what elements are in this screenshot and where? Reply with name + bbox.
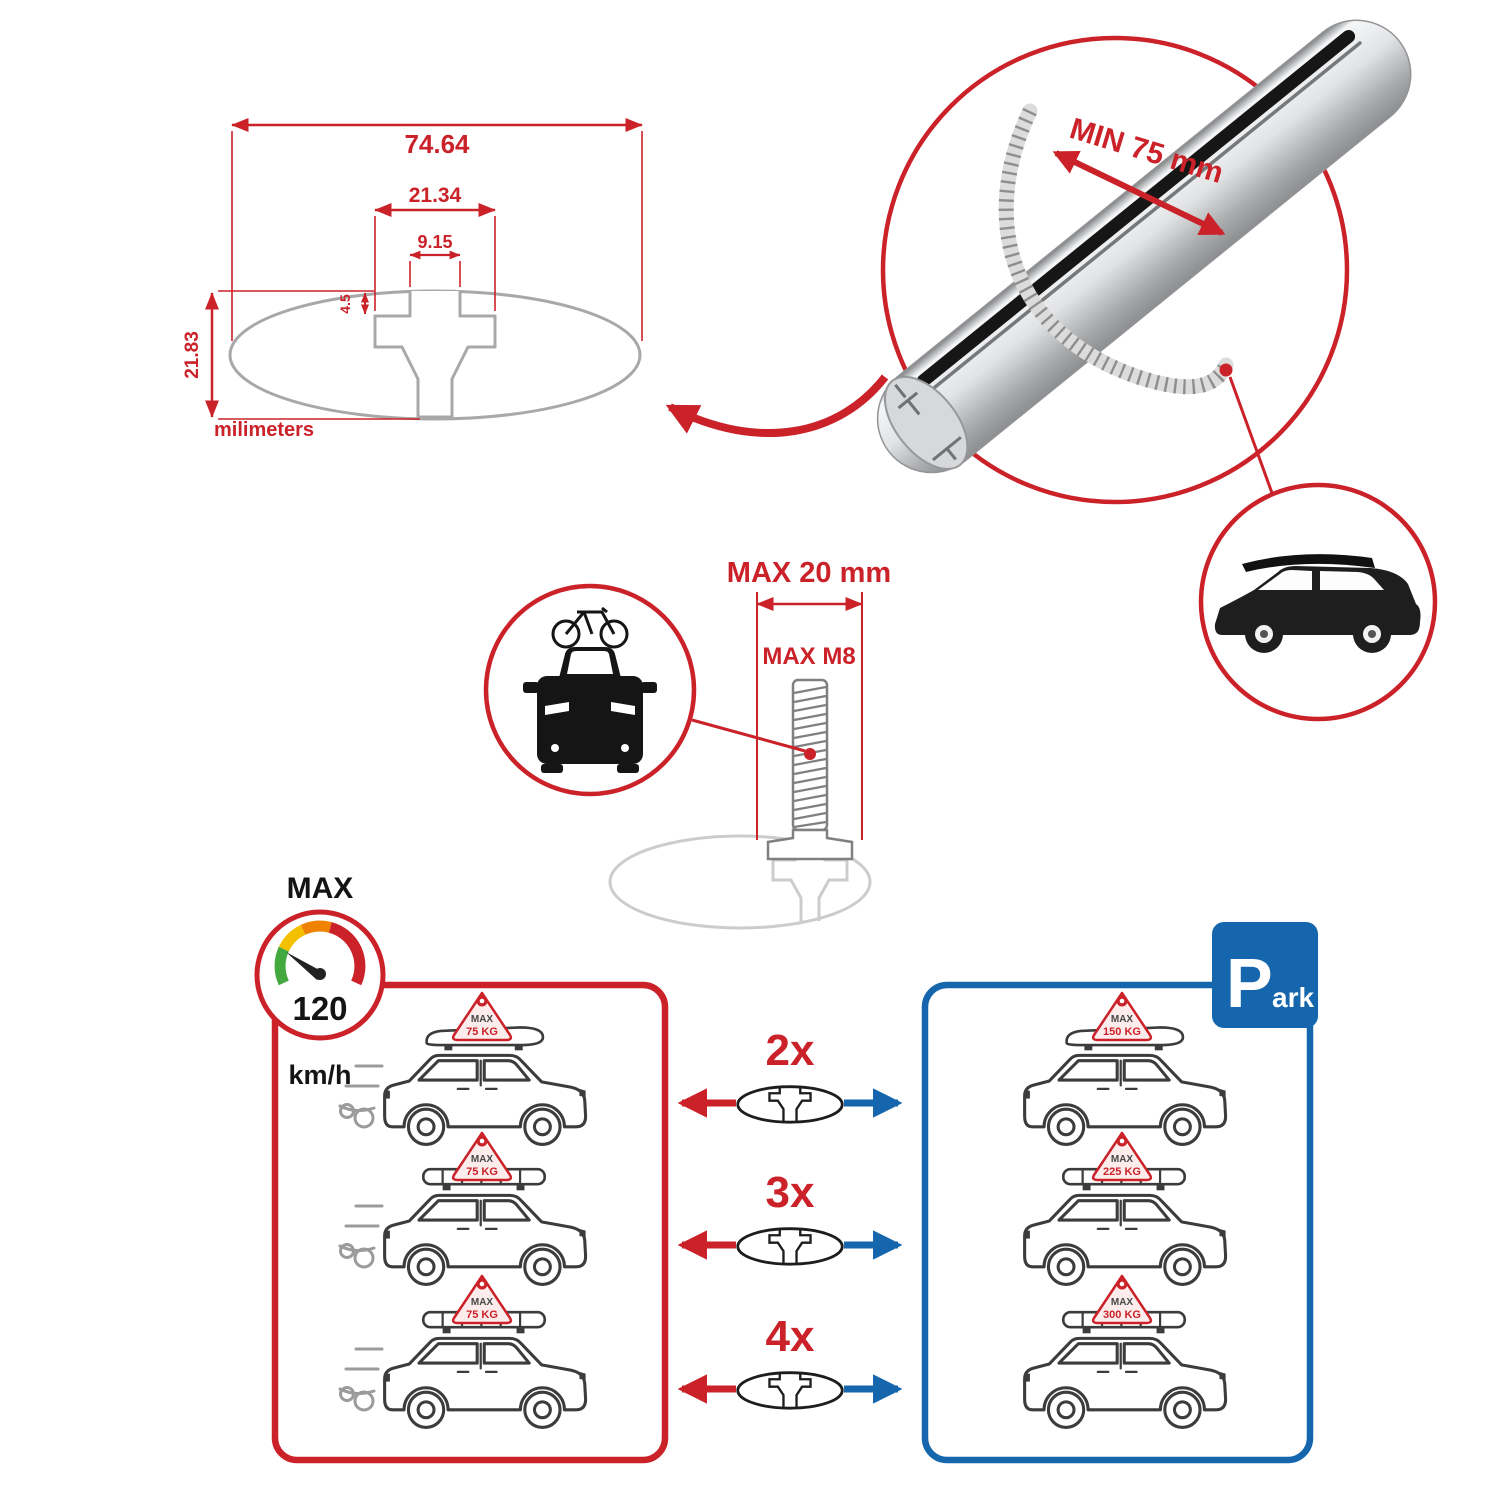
car-side-icon: [383, 1336, 588, 1429]
speed-value: 120: [292, 990, 347, 1027]
car-parked-row3: MAX 300 KG: [1023, 1274, 1228, 1429]
car-driving-row3: MAX 75 KG: [338, 1274, 588, 1429]
car-side-icon: [1023, 1193, 1228, 1286]
tag-max-label: MAX: [1111, 1154, 1134, 1165]
link-arrow: [665, 374, 889, 437]
car-parked-row1: MAX 150 KG: [1023, 991, 1228, 1146]
speedometer-icon: 120: [254, 909, 386, 1041]
tag-max-label: MAX: [1111, 1014, 1134, 1025]
row1-multiplier: 2x: [766, 1026, 815, 1075]
tag-max-label: MAX: [471, 1154, 494, 1165]
dim-channel-width: 21.34: [409, 184, 462, 207]
tag-weight-value: 150 KG: [1103, 1026, 1141, 1038]
bolt-dimension-lines: [756, 592, 863, 840]
row1-connector: 2x: [677, 1026, 903, 1124]
car-side-icon: [1023, 1053, 1228, 1146]
bar-end-face: [883, 375, 969, 470]
tag-weight-value: 75 KG: [466, 1026, 498, 1038]
dim-total-width: 74.64: [404, 129, 470, 159]
weight-tag: MAX 75 KG: [451, 991, 513, 1042]
callout-line: [1228, 376, 1274, 494]
park-letter: P: [1226, 944, 1273, 1022]
rubber-strip-icon: [998, 103, 1234, 395]
bolt-icon: [766, 678, 854, 861]
parking-zone-box: [921, 981, 1314, 1464]
row3-multiplier: 4x: [766, 1312, 815, 1361]
driving-zone-box: [271, 981, 669, 1464]
car-parked-row2: MAX 225 KG: [1023, 1131, 1228, 1286]
tag-weight-value: 75 KG: [466, 1309, 498, 1321]
callout-dot: [1219, 363, 1233, 377]
t-slot-profile: [373, 291, 497, 419]
speed-max-label: MAX: [287, 872, 354, 905]
weight-tag: MAX 75 KG: [451, 1131, 513, 1182]
car-driving-row1: MAX 75 KG: [338, 991, 588, 1146]
dim-slot-width: 9.15: [417, 232, 452, 252]
row3-connector: 4x: [677, 1312, 903, 1410]
weight-tag: MAX 225 KG: [1091, 1131, 1153, 1182]
park-sign-icon: P ark: [1212, 922, 1318, 1028]
car-driving-row2: MAX 75 KG: [338, 1131, 588, 1286]
tag-max-label: MAX: [1111, 1297, 1134, 1308]
car-with-roofbox-icon: [1214, 554, 1421, 653]
crossbar-cross-section-icon: [736, 1371, 844, 1410]
detail-circle: [880, 35, 1350, 505]
car-side-icon: [1023, 1336, 1228, 1429]
end-face-profile-lines: [894, 383, 962, 462]
park-suffix: ark: [1272, 982, 1314, 1013]
cross-section-diagram: 74.64 21.34 9.15 4.5 21.83 milimeters: [182, 118, 643, 441]
units-label: milimeters: [214, 419, 314, 441]
tag-weight-value: 75 KG: [466, 1166, 498, 1178]
bicycle-icon: [551, 606, 629, 649]
min-distance-arrow-icon: [1052, 150, 1226, 236]
bolt-t-head: [766, 828, 854, 861]
dimension-lines: [205, 118, 643, 420]
car-side-icon: [383, 1053, 588, 1146]
weight-tag: MAX 150 KG: [1091, 991, 1153, 1042]
tag-weight-value: 300 KG: [1103, 1309, 1141, 1321]
row2-multiplier: 3x: [766, 1168, 815, 1217]
dim-total-height: 21.83: [182, 331, 203, 379]
weight-tag: MAX 300 KG: [1091, 1274, 1153, 1325]
max-width-label: MAX 20 mm: [727, 557, 891, 589]
row2-connector: 3x: [677, 1168, 903, 1266]
tag-max-label: MAX: [471, 1014, 494, 1025]
bar-detail-view: MIN 75 mm: [876, 19, 1438, 722]
curved-arrow-icon: [665, 374, 889, 437]
car-front-icon: [523, 606, 657, 773]
bar-profile-outline: [228, 289, 642, 421]
dim-slot-depth: 4.5: [337, 294, 353, 314]
crossbar-cross-section-icon: [736, 1227, 844, 1266]
speed-unit: km/h: [288, 1060, 351, 1090]
tag-weight-value: 225 KG: [1103, 1166, 1141, 1178]
callout-line: [691, 718, 806, 753]
load-capacity-section: MAX 120 km/h P ark 2x: [254, 872, 1318, 1464]
bar-groove-line: [925, 41, 1362, 395]
bolt-detail-view: MAX 20 mm MAX M8: [483, 557, 891, 930]
weight-tag: MAX 75 KG: [451, 1274, 513, 1325]
motion-lines: [338, 1204, 384, 1269]
crossbar-cross-section-icon: [736, 1085, 844, 1124]
callout-dot: [804, 748, 816, 760]
motion-lines: [338, 1064, 384, 1129]
motion-lines: [338, 1347, 384, 1412]
tag-max-label: MAX: [471, 1297, 494, 1308]
car-side-icon: [383, 1193, 588, 1286]
roof-box-icon: [1242, 554, 1375, 572]
max-thread-label: MAX M8: [762, 643, 855, 670]
